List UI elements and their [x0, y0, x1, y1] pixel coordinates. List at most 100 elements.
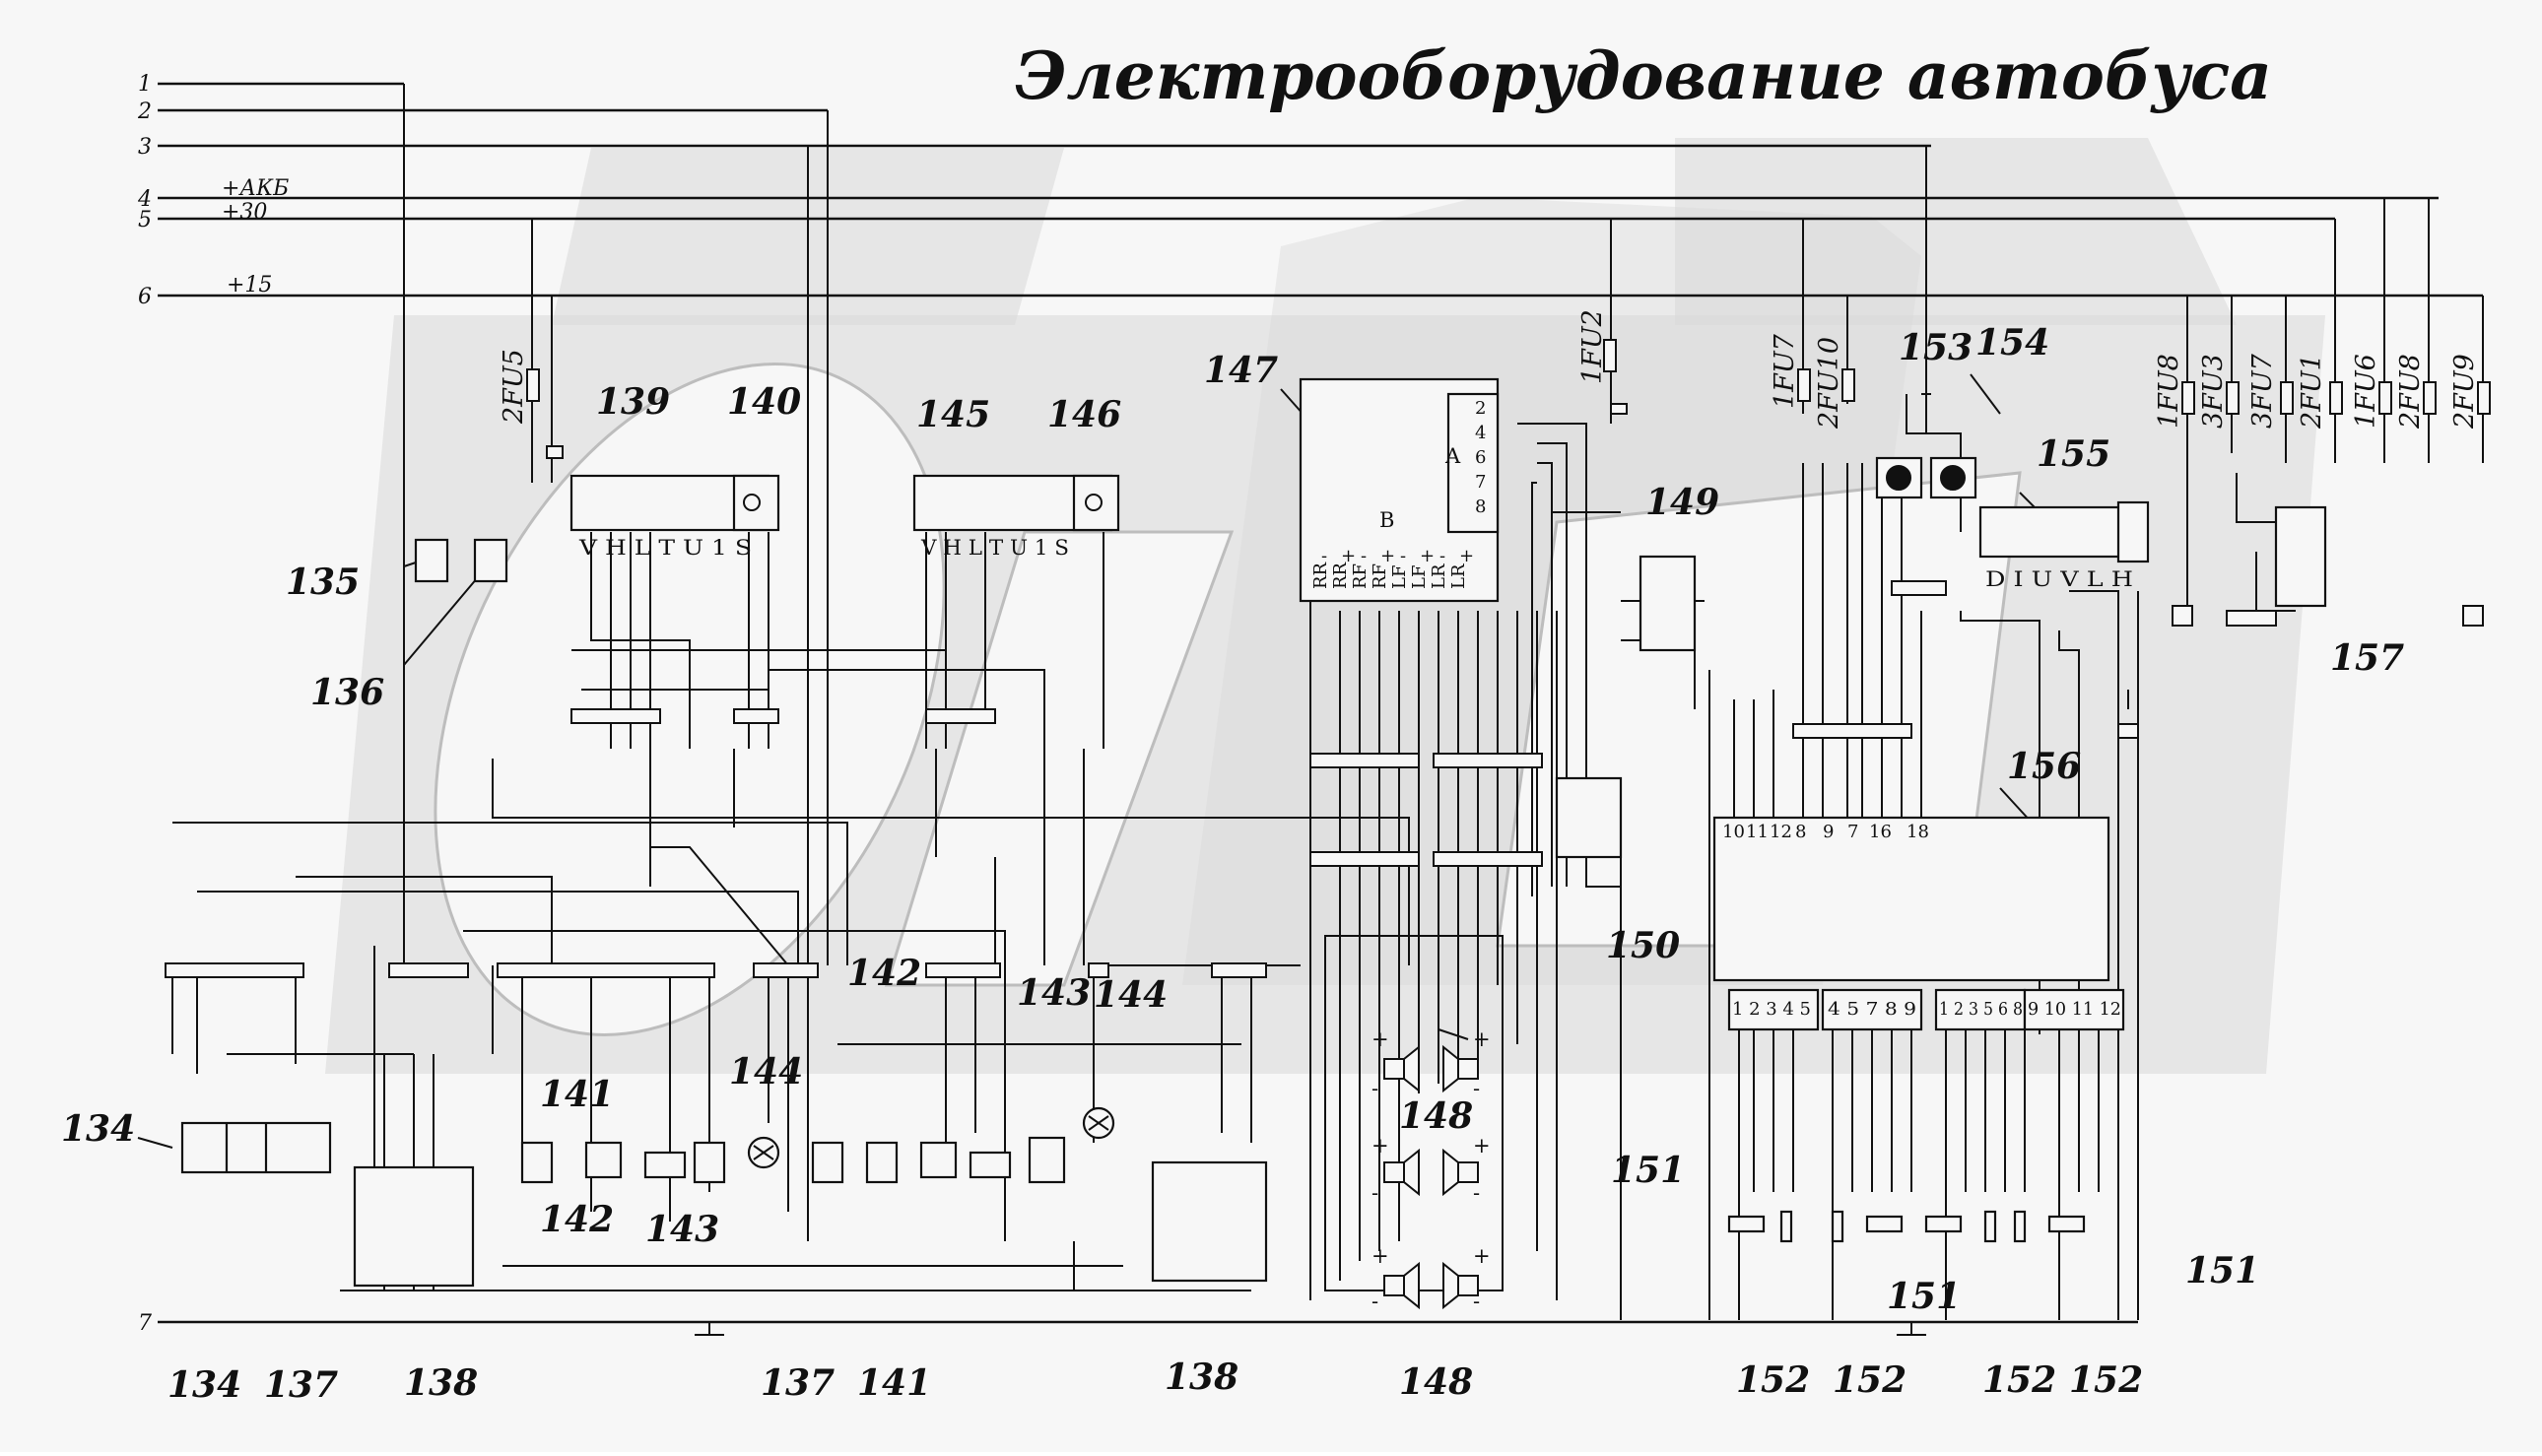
block-147-A-pin: 2	[1475, 398, 1486, 419]
component-138-left	[353, 1165, 475, 1288]
label-152: 152	[2069, 1359, 2143, 1401]
label-156: 156	[2007, 746, 2081, 787]
label-151: 151	[2185, 1250, 2259, 1291]
component-135	[414, 538, 449, 583]
component-137-right	[811, 1141, 844, 1184]
speaker-pos: +	[1473, 1027, 1491, 1051]
fuse-3FU3: 3FU3	[2198, 354, 2229, 429]
label-138: 138	[1165, 1357, 1238, 1398]
block-147-B-label: B	[1379, 508, 1394, 532]
bus-5-label: +30	[222, 200, 267, 225]
block-147-B-polarity: -	[1439, 546, 1445, 566]
relay-bank-1	[1727, 988, 1820, 1031]
component-136	[473, 538, 508, 583]
label-141: 141	[857, 1362, 931, 1404]
component-150	[1555, 776, 1623, 859]
fuse-labels: 2FU5 1FU2 1FU7 2FU10 1FU8 3FU3 3FU7 2FU1…	[499, 309, 2480, 430]
block-147-B-pin: RF	[1350, 563, 1371, 589]
block-156-pin: 9	[1823, 822, 1834, 842]
fuse-2FU1: 2FU1	[2297, 354, 2327, 430]
bank-4-pins: 9 10 11 12	[2028, 999, 2121, 1020]
label-151: 151	[1611, 1150, 1685, 1191]
label-134: 134	[167, 1364, 241, 1406]
block-147-B-polarity: -	[1321, 546, 1327, 566]
component-143-right	[1028, 1136, 1066, 1184]
component-153	[1875, 456, 1923, 499]
label-143: 143	[645, 1209, 719, 1250]
block-147-B-pin: RR	[1330, 562, 1351, 589]
block-147-A-label: A	[1444, 444, 1461, 468]
connector-blocks	[165, 403, 2484, 978]
bus-6-label: +15	[227, 273, 272, 298]
diagram-title: Электрооборудование автобуса	[1015, 37, 2272, 114]
bus-7-number: 7	[138, 1311, 152, 1336]
bank-3-pins: 1 2 3 5 6 8	[1939, 999, 2023, 1020]
speakers-148	[1383, 1044, 1479, 1310]
label-134: 134	[61, 1108, 135, 1150]
fuse-2FU5: 2FU5	[499, 349, 529, 425]
power-bus-lines	[158, 82, 2483, 1324]
block-156-pin: 8	[1795, 822, 1806, 842]
block-156-pin: 10	[1722, 822, 1745, 842]
bus-4-number: 4	[137, 187, 152, 212]
relay-bank-3	[1934, 988, 2027, 1031]
label-141: 141	[540, 1074, 614, 1115]
label-146: 146	[1047, 394, 1121, 435]
label-144: 144	[729, 1051, 803, 1092]
bus-6-number: 6	[138, 285, 152, 309]
lamp-symbols	[743, 465, 1966, 1160]
component-157	[2274, 505, 2327, 608]
block-147-B-polarity: -	[1361, 546, 1367, 566]
speaker-neg: -	[1473, 1077, 1480, 1100]
bus-3-number: 3	[138, 135, 152, 160]
component-138-right	[1151, 1160, 1268, 1283]
component-number-labels: 134 134 135 136 137 137 138 138 139 140 …	[61, 322, 2404, 1406]
fuse-2FU8: 2FU8	[2395, 354, 2426, 430]
component-152-b	[1831, 1210, 1844, 1243]
component-151-b	[1865, 1215, 1904, 1233]
label-138: 138	[404, 1362, 478, 1404]
label-136: 136	[310, 672, 384, 713]
speaker-pos: +	[1371, 1134, 1389, 1158]
component-156	[1712, 816, 2110, 982]
label-137: 137	[761, 1362, 835, 1404]
speaker-neg: -	[1371, 1181, 1378, 1205]
label-154: 154	[1975, 322, 2049, 364]
bus-2-number: 2	[137, 99, 152, 124]
block-156-pin: 11	[1746, 822, 1769, 842]
label-152: 152	[1833, 1359, 1906, 1401]
block-147-B-pin: LR	[1429, 563, 1449, 589]
block-156-pin: 7	[1847, 822, 1858, 842]
fuse-2FU10: 2FU10	[1814, 337, 1844, 430]
speaker-neg: -	[1473, 1181, 1480, 1205]
component-141-left	[520, 1141, 554, 1184]
fuse-1FU6: 1FU6	[2351, 354, 2381, 429]
bus-1-number: 1	[138, 72, 152, 97]
component-152-c	[1983, 1210, 1997, 1243]
label-155: 155	[2037, 433, 2110, 475]
block-156-pin: 18	[1906, 822, 1929, 842]
component-151-d	[2047, 1215, 2086, 1233]
block-156-pin: 16	[1869, 822, 1892, 842]
label-142: 142	[540, 1199, 614, 1240]
block-147-A-pin: 8	[1475, 496, 1486, 517]
bank-1-pins: 1 2 3 4 5	[1732, 999, 1811, 1020]
component-151-a	[1727, 1215, 1766, 1233]
label-143: 143	[1017, 972, 1091, 1014]
speaker-neg: -	[1473, 1290, 1480, 1313]
speaker-polarity-labels: + - + - + - + - + - + -	[1371, 1027, 1491, 1313]
label-142: 142	[847, 953, 921, 994]
block-147-B-polarity: +	[1420, 546, 1435, 566]
block-147-B-polarity: -	[1400, 546, 1406, 566]
block-147-B-pin: RR	[1310, 562, 1331, 589]
label-151: 151	[1887, 1276, 1961, 1317]
label-148: 148	[1399, 1361, 1473, 1403]
block-147-B-pin: RF	[1370, 563, 1390, 589]
bus-number-labels: 1 2 3 4 5 6 7 +АКБ +30 +15	[137, 72, 289, 1336]
label-152: 152	[1736, 1359, 1810, 1401]
block-147-B-pin: LR	[1448, 563, 1469, 589]
component-141-right	[865, 1141, 899, 1184]
label-139: 139	[596, 381, 670, 423]
